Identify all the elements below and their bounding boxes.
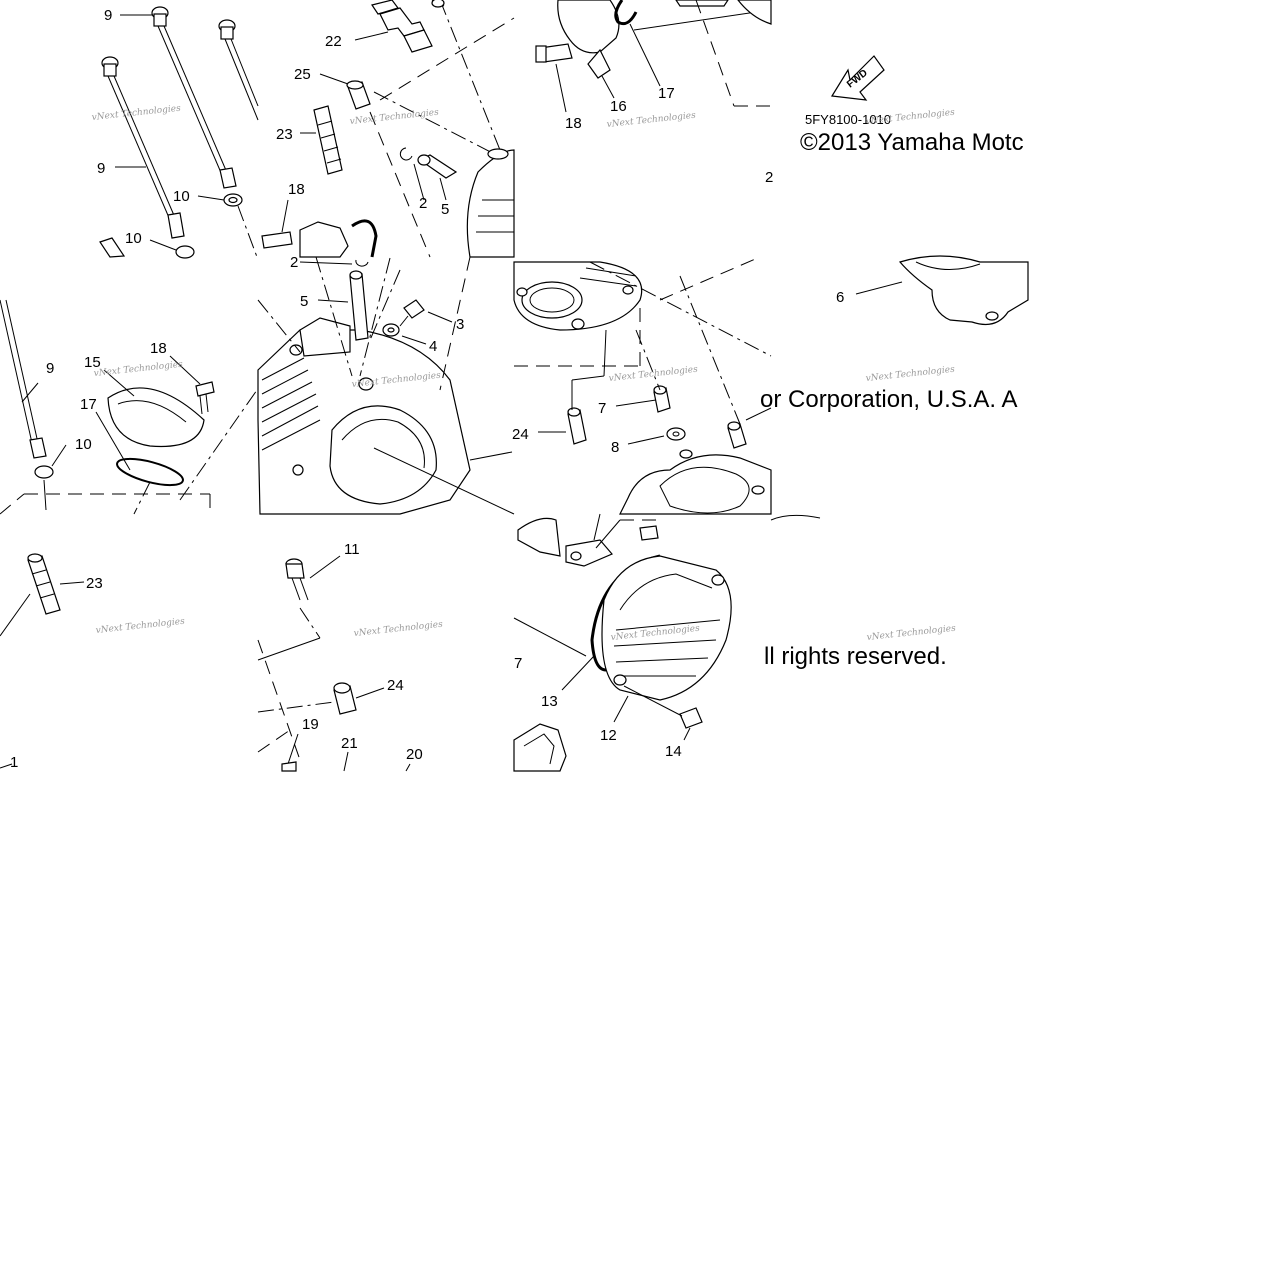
callout-c25: 25 [294, 66, 311, 83]
watermark-text: vNext Technologies [91, 104, 181, 123]
callout-c9a: 9 [104, 7, 112, 24]
callout-c17a: 17 [658, 85, 675, 102]
callout-c9c: 9 [46, 360, 54, 377]
callout-c1: 1 [10, 754, 18, 771]
callout-c2a: 2 [419, 195, 427, 212]
callout-c23a: 23 [276, 126, 293, 143]
watermark-text: vNext Technologies [93, 360, 183, 379]
callout-c14: 14 [665, 743, 682, 760]
callout-c8: 8 [611, 439, 619, 456]
callout-c2b: 2 [290, 254, 298, 271]
watermark-text: vNext Technologies [353, 620, 443, 639]
watermark-text: vNext Technologies [866, 624, 956, 643]
callout-c6: 6 [836, 289, 844, 306]
callout-c18c: 18 [150, 340, 167, 357]
callout-c7b: 7 [514, 655, 522, 672]
watermark-text: vNext Technologies [349, 108, 439, 127]
watermark-text: vNext Technologies [95, 617, 185, 636]
callout-c12: 12 [600, 727, 617, 744]
callout-c9b: 9 [97, 160, 105, 177]
callout-c21: 21 [341, 735, 358, 752]
valve-guide-group [261, 0, 515, 258]
callout-c10b: 10 [125, 230, 142, 247]
head-gasket-group [855, 255, 1029, 325]
callout-c4: 4 [429, 338, 437, 355]
watermark-text: vNext Technologies [865, 108, 955, 127]
callout-c18a: 18 [288, 181, 305, 198]
callout-c10c: 10 [75, 436, 92, 453]
copyright-line-3: ll rights reserved. [764, 643, 947, 670]
part-code: 5FY8100-1010 [805, 112, 891, 127]
valve-cover-group [513, 513, 821, 772]
dowel-23-group [0, 553, 85, 769]
thermostat-cover-group [0, 299, 258, 515]
callout-c18b: 18 [565, 115, 582, 132]
head-bolt-group [99, 6, 259, 259]
callout-c20: 20 [406, 746, 423, 763]
fwd-indicator: FWD [830, 55, 885, 101]
callout-c17b: 17 [80, 396, 97, 413]
callout-c16: 16 [610, 98, 627, 115]
bracket-group [535, 0, 772, 113]
copyright-line-1: ©2013 Yamaha Motc [800, 129, 1024, 156]
callout-c5a: 5 [441, 201, 449, 218]
callout-c15: 15 [84, 354, 101, 371]
callout-c2c: 2 [765, 169, 773, 186]
cylinder-head-group [257, 256, 515, 515]
callout-c11: 11 [344, 541, 360, 558]
callout-c24a: 24 [512, 426, 529, 443]
callout-c13: 13 [541, 693, 558, 710]
watermark-layer: vNext Technologies vNext Technologies vNex… [91, 104, 956, 643]
watermark-text: vNext Technologies [865, 365, 955, 384]
cylinder-base-group [513, 256, 772, 515]
copyright-line-2: or Corporation, U.S.A. A [760, 386, 1017, 413]
callout-c5b: 5 [300, 293, 308, 310]
callout-c19: 19 [302, 716, 319, 733]
callout-c10a: 10 [173, 188, 190, 205]
callout-c7a: 7 [598, 400, 606, 417]
callout-c24b: 24 [387, 677, 404, 694]
callout-c3: 3 [456, 316, 464, 333]
callout-c22: 22 [325, 33, 342, 50]
bolt-11-group [257, 555, 411, 772]
callout-c23b: 23 [86, 575, 103, 592]
watermark-text: vNext Technologies [608, 365, 698, 384]
